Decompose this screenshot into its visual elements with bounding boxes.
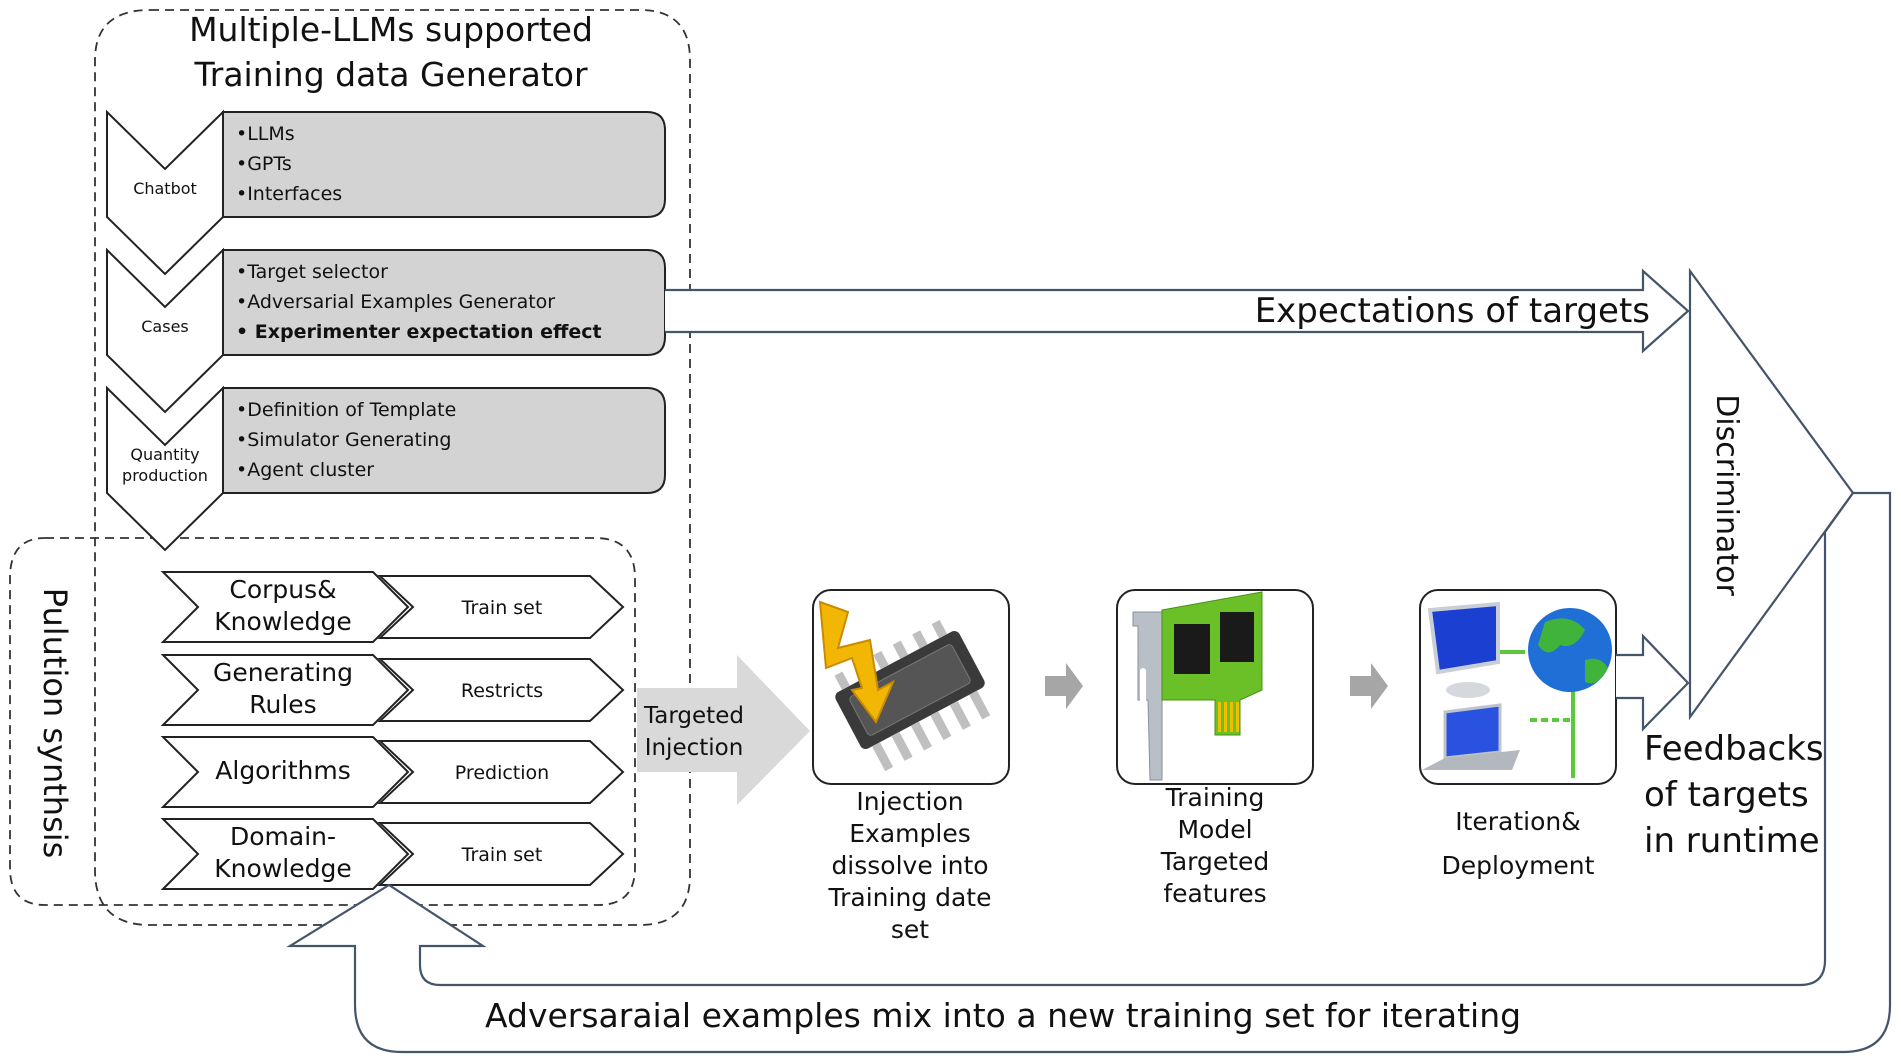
target-label: Restricts <box>461 680 543 702</box>
pollution-title: Pulution synthsis <box>36 588 74 859</box>
stage-bullet: •Definition of Template <box>236 399 456 421</box>
discriminator-label: Discriminator <box>1709 394 1744 596</box>
step-arrow-1 <box>1045 663 1083 709</box>
stage-0: Chatbot •LLMs •GPTs •Interfaces <box>106 109 666 276</box>
pollution-container <box>9 537 636 906</box>
targeted-injection-line1: Targeted <box>643 703 744 729</box>
pollution-row: Domain- Knowledge Train set <box>160 818 625 890</box>
stage-bullet: •Adversarial Examples Generator <box>236 291 555 313</box>
target-chevron <box>377 822 625 886</box>
stage-box <box>222 387 666 494</box>
targeted-injection-arrow <box>637 655 810 805</box>
target-label: Prediction <box>455 762 549 784</box>
stage-1: Cases •Target selector •Adversarial Exampl… <box>106 247 666 414</box>
step-caption: features <box>1163 879 1266 908</box>
step-caption: Model <box>1177 815 1252 844</box>
step-caption: Examples <box>849 819 970 848</box>
stage-label: Quantity <box>130 445 199 464</box>
network-globe-icon <box>1422 601 1612 778</box>
stage-box <box>222 249 666 356</box>
feedback-line-2: of targets <box>1644 775 1809 815</box>
step-deployment <box>1419 589 1617 785</box>
step-injection <box>812 589 1010 785</box>
expectations-label: Expectations of targets <box>1255 291 1650 331</box>
stage-label: production <box>122 466 208 485</box>
source-label: Knowledge <box>214 607 351 636</box>
stage-bullet: •Target selector <box>236 261 388 283</box>
source-chevron <box>160 571 410 643</box>
expectations-arrow <box>665 268 1690 354</box>
step-arrow-2 <box>1350 663 1388 709</box>
generator-title-line2: Training data Generator <box>193 55 588 94</box>
targeted-injection-line2: Injection <box>645 735 744 761</box>
pollution-row: Corpus&Knowledge Train set <box>160 571 625 643</box>
chip-lightning-icon <box>818 600 991 772</box>
source-chevron <box>160 818 410 890</box>
stage-bullet: •Interfaces <box>236 183 342 205</box>
stage-bullet: •GPTs <box>236 153 292 175</box>
step-caption: set <box>891 915 929 944</box>
stage-box <box>222 111 666 218</box>
step-caption: Targeted <box>1160 847 1270 876</box>
source-label: Domain- <box>230 822 336 851</box>
feedback-line-1: Feedbacks <box>1644 729 1824 769</box>
target-label: Train set <box>461 597 543 619</box>
stage-2: Quantity production •Definition of Templat… <box>106 385 666 552</box>
source-label: Algorithms <box>215 756 350 785</box>
feedback-line-3: in runtime <box>1644 821 1820 861</box>
step-training <box>1116 589 1314 785</box>
source-chevron <box>160 654 410 726</box>
step-caption: Training date <box>828 883 992 912</box>
generator-title-line1: Multiple-LLMs supported <box>189 10 593 49</box>
stage-label: Chatbot <box>133 179 197 198</box>
pollution-row: Algorithms Prediction <box>160 736 625 808</box>
step-caption: Deployment <box>1442 851 1595 880</box>
target-chevron <box>377 575 625 639</box>
generator-container <box>94 9 691 926</box>
source-label: Generating <box>213 658 353 687</box>
source-chevron <box>160 736 410 808</box>
loop-arrow[interactable] <box>286 491 1892 1054</box>
stage-bullet: • Experimenter expectation effect <box>236 321 602 343</box>
stage-label: Cases <box>141 317 189 336</box>
step-caption: dissolve into <box>831 851 988 880</box>
feedback-arrow <box>1616 633 1690 732</box>
source-label: Knowledge <box>214 854 351 883</box>
target-chevron <box>377 658 625 722</box>
step-caption: Training <box>1165 783 1265 812</box>
source-label: Rules <box>249 690 316 719</box>
discriminator-triangle <box>1688 267 1855 721</box>
loop-label: Adversaraial examples mix into a new tra… <box>485 996 1521 1035</box>
step-caption: Iteration& <box>1455 807 1581 836</box>
step-caption: Injection <box>856 787 963 816</box>
stage-bullet: •LLMs <box>236 123 295 145</box>
stage-bullet: •Simulator Generating <box>236 429 451 451</box>
stage-bullet: •Agent cluster <box>236 459 374 481</box>
target-label: Train set <box>461 844 543 866</box>
target-chevron <box>377 740 625 804</box>
circuit-card-icon <box>1132 591 1263 781</box>
source-label: Corpus& <box>229 575 336 604</box>
